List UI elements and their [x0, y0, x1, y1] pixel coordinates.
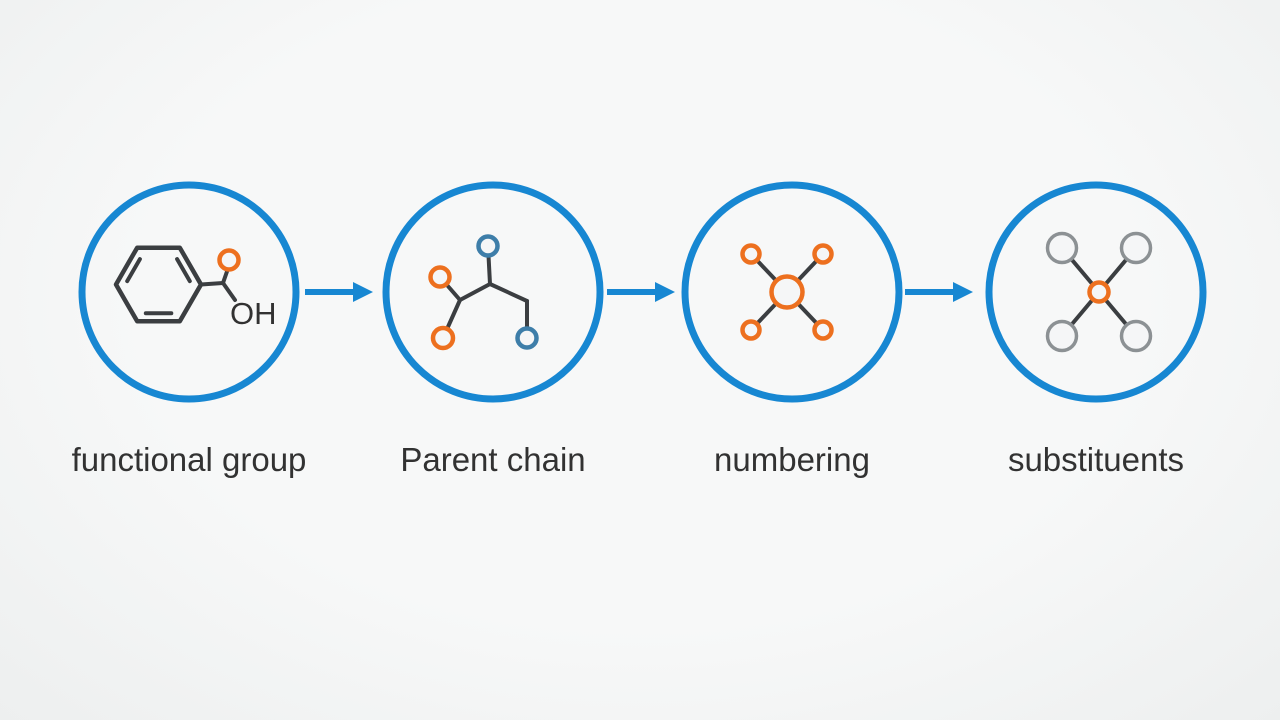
step-parent-chain: Parent chain [373, 181, 613, 478]
step-label: functional group [71, 441, 307, 478]
flow-arrow-icon [607, 282, 675, 302]
central-atom-icon [1087, 280, 1111, 304]
branched-chain-icon [382, 181, 604, 403]
flow-arrow-icon [305, 282, 373, 302]
step-label: numbering [714, 441, 870, 478]
substituent-atom-icon [1045, 231, 1079, 265]
chain-end-atom-icon [515, 326, 539, 350]
benzene-ring [113, 245, 204, 324]
chain-end-atom-icon [476, 234, 500, 258]
flow-arrow-icon [905, 282, 973, 302]
carboxyl-group: OH [199, 248, 277, 331]
branch-atom-icon [428, 265, 452, 289]
step-circle-outline [78, 181, 300, 403]
hydroxyl-label: OH [230, 296, 277, 331]
step-functional-group: OH functional group [69, 181, 309, 478]
benzoic-acid-icon: OH [78, 181, 300, 403]
branch-atom-icon [430, 325, 456, 351]
step-label: substituents [1007, 441, 1185, 478]
step-circle-outline [382, 181, 604, 403]
substituents-icon [985, 181, 1207, 403]
substituent-atom-icon [1119, 319, 1153, 353]
central-atom-icon [769, 274, 805, 310]
position-atom-icon [812, 319, 834, 341]
step-numbering: numbering [672, 181, 912, 478]
step-substituents: substituents [976, 181, 1216, 478]
step-label: Parent chain [400, 441, 586, 478]
position-atom-icon [740, 319, 762, 341]
position-atom-icon [740, 243, 762, 265]
step-circle-outline [985, 181, 1207, 403]
oxygen-atom-icon [217, 248, 241, 272]
substituent-atom-icon [1045, 319, 1079, 353]
step-circle-outline [681, 181, 903, 403]
numbered-positions-icon [681, 181, 903, 403]
substituent-atom-icon [1119, 231, 1153, 265]
position-atom-icon [812, 243, 834, 265]
chain-bonds [438, 244, 529, 340]
